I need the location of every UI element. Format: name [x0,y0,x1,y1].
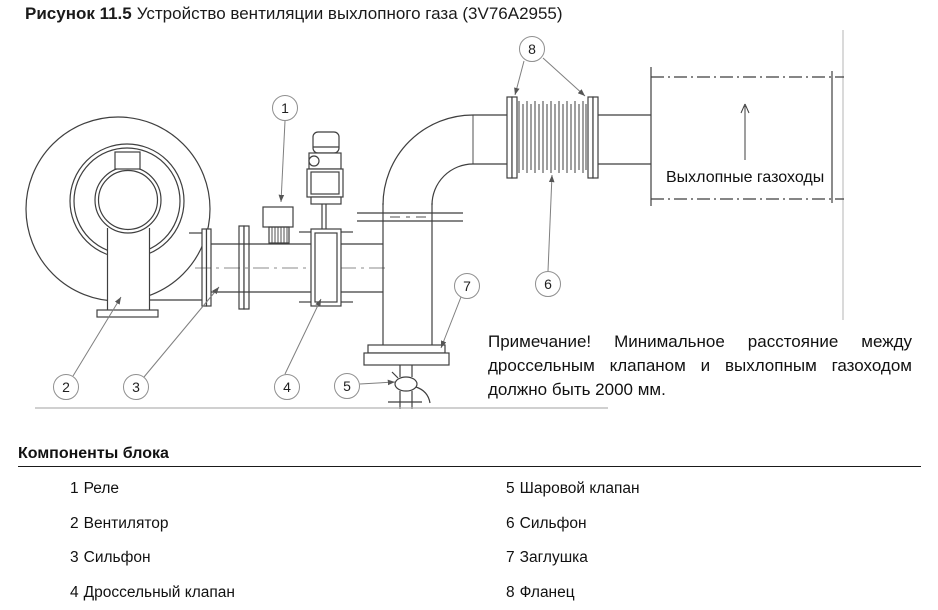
leader-lines [72,57,586,386]
leader-5 [359,379,396,386]
exhaust-duct [650,67,844,206]
callout-3: 3 [123,374,149,400]
callout-6: 6 [535,271,561,297]
components-divider [18,466,921,467]
valve-body [310,228,342,307]
riser-pipe [357,203,463,345]
callout-7: 7 [454,273,480,299]
callout-8: 8 [519,36,545,62]
fan-inlet-outer [94,166,162,234]
elbow [382,114,507,206]
fan-inlet-inner [97,169,159,231]
duct-connection-pipe [598,114,651,165]
bellows-flange-left [506,96,513,179]
callout-4: 4 [274,374,300,400]
fan-base-plate [96,309,159,318]
bellows [506,96,599,179]
leader-1 [278,120,286,203]
fan-blower [25,116,211,318]
blank-flange [363,344,450,366]
main-pipe [195,243,390,293]
leader-2 [72,296,122,377]
exhaust-duct-label: Выхлопные газоходы [666,169,825,186]
leader-6 [547,174,555,272]
fan-hub [114,151,141,170]
actuator-cap [312,131,340,154]
leader-8a [514,60,525,96]
note-text: Примечание! Минимальное расстояние между… [488,332,912,399]
flow-direction-arrow [740,103,750,160]
drain-assembly [388,365,431,409]
leader-4 [284,298,322,375]
leader-8b [542,57,586,97]
fan-outlet-flange [201,228,212,307]
components-heading: Компоненты блока [18,445,169,462]
callout-1: 1 [272,95,298,121]
callout-2: 2 [53,374,79,400]
figure-caption: Устройство вентиляции выхлопного газа (3… [136,4,563,23]
bellows-corrugations [518,101,587,173]
bellows-flange-right [587,96,594,179]
exhaust-ventilation-diagram [25,30,844,409]
ball-valve [394,376,418,392]
throttle-valve [299,131,353,307]
figure-number: Рисунок 11.5 [25,4,132,23]
actuator-body [306,168,344,198]
callout-5: 5 [334,373,360,399]
inlet-bellows-flange [238,225,250,310]
leader-3 [143,286,220,378]
relay [262,206,294,244]
leader-7 [440,296,462,349]
